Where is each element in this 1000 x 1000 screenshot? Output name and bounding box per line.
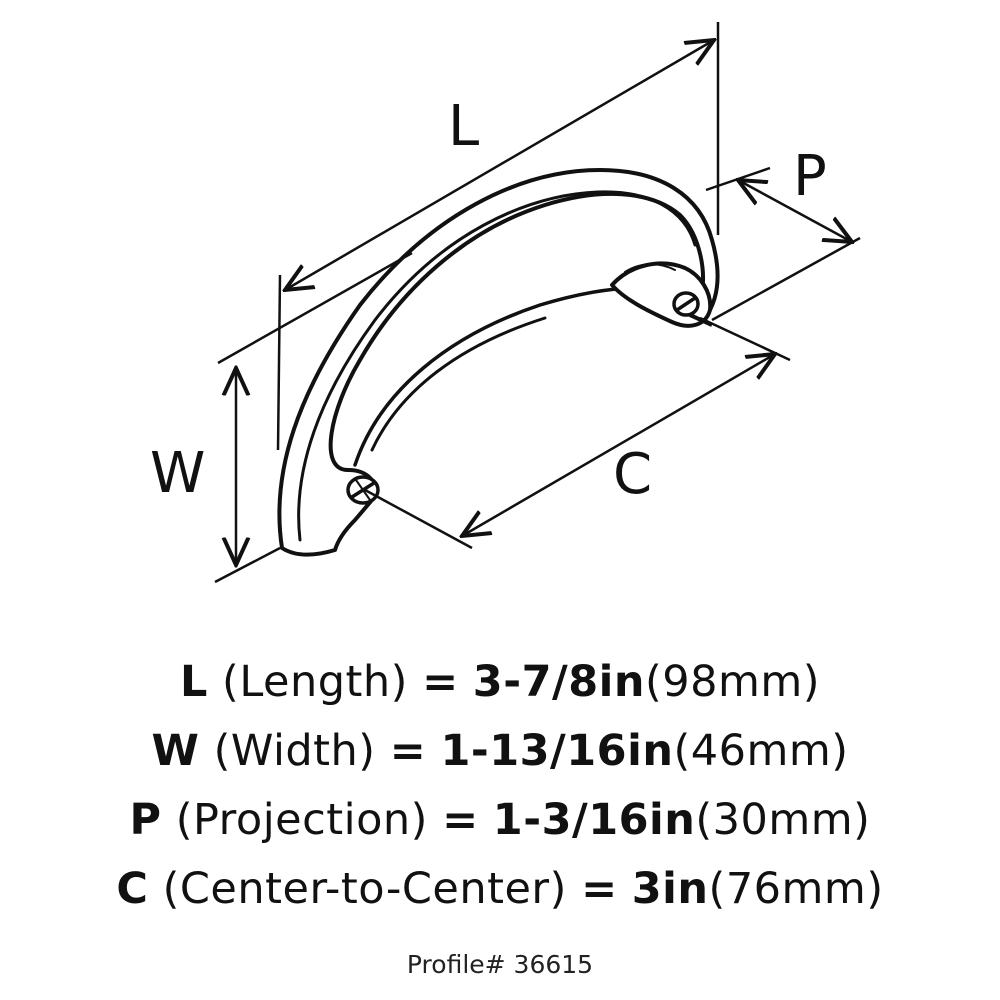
spec-letter: P <box>129 795 162 845</box>
spec-center-to-center: C (Center-to-Center) = 3in(76mm) <box>0 855 1000 924</box>
spec-equals: = <box>422 657 459 707</box>
handle-cup-curve <box>353 286 688 467</box>
spec-imperial: 1-3/16in <box>492 795 696 845</box>
spec-name: (Projection) <box>175 795 428 845</box>
length-dimension-line <box>285 40 714 290</box>
dimension-lines <box>214 22 861 584</box>
spec-imperial: 1-13/16in <box>440 726 674 776</box>
spec-metric: (98mm) <box>644 657 821 707</box>
spec-metric: (76mm) <box>708 864 884 914</box>
spec-projection: P (Projection) = 1-3/16in(30mm) <box>0 786 1000 855</box>
center-dimension-line <box>462 354 775 536</box>
spec-name: (Center-to-Center) <box>162 864 567 914</box>
projection-dimension-line <box>738 180 852 242</box>
right-screw-icon <box>672 291 713 327</box>
spec-imperial: 3in <box>631 864 709 914</box>
width-extension-bottom <box>214 546 281 584</box>
spec-equals: = <box>442 795 479 845</box>
dimension-specs: L (Length) = 3-7/8in(98mm) W (Width) = 1… <box>0 648 1000 924</box>
projection-extension-bottom <box>711 236 861 322</box>
spec-equals: = <box>581 864 618 914</box>
spec-width: W (Width) = 1-13/16in(46mm) <box>0 717 1000 786</box>
projection-extension-top <box>705 166 771 192</box>
left-screw-icon <box>346 475 380 505</box>
handle-cup-curve-inner <box>370 316 547 452</box>
spec-equals: = <box>389 726 427 776</box>
projection-label: P <box>793 144 827 209</box>
spec-name: (Length) <box>222 657 408 707</box>
center-label: C <box>613 442 652 507</box>
center-extension-left <box>364 488 473 550</box>
spec-name: (Width) <box>213 726 376 776</box>
spec-letter: W <box>151 726 200 776</box>
cup-pull-dimension-diagram: L W P C <box>150 22 861 584</box>
spec-metric: (46mm) <box>673 726 849 776</box>
width-extension-top <box>217 251 413 365</box>
spec-metric: (30mm) <box>695 795 871 845</box>
spec-imperial: 3-7/8in <box>472 657 645 707</box>
spec-letter: L <box>179 657 208 707</box>
length-label: L <box>448 94 479 159</box>
spec-length: L (Length) = 3-7/8in(98mm) <box>0 648 1000 717</box>
spec-letter: C <box>116 864 149 914</box>
profile-number: Profile# 36615 <box>406 950 594 979</box>
width-label: W <box>150 441 205 506</box>
length-extension-left <box>276 274 282 451</box>
center-extension-right <box>699 316 791 362</box>
